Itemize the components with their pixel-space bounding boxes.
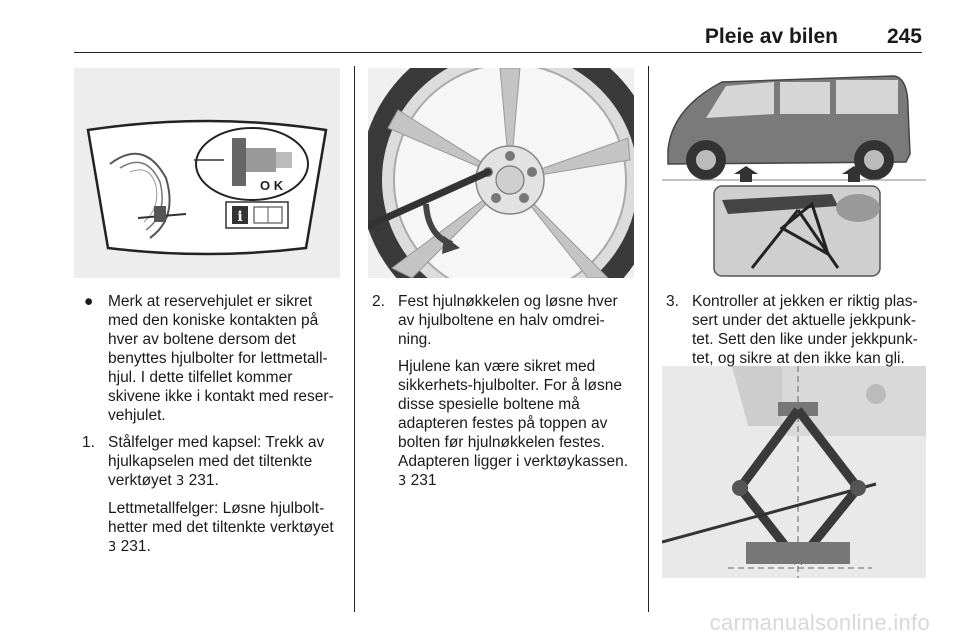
page-ref-arrow-icon: 3 — [176, 474, 185, 489]
step-3-text: Kontroller at jekken er riktig plas-sert… — [692, 293, 918, 367]
ok-label: O K — [260, 178, 284, 193]
van-jack-points-icon — [662, 75, 926, 277]
step-1-sub-paragraph: Lettmetallfelger: Løsne hjulbolt-hetter … — [82, 499, 344, 557]
wheel-wrench-icon — [368, 68, 634, 278]
figure-van-jack-points — [662, 68, 926, 278]
step-2-number: 2. — [372, 293, 385, 310]
watermark: carmanualsonline.info — [709, 610, 930, 635]
scissor-jack-icon — [662, 366, 926, 578]
bullet-item: ● Merk at reservehjulet er sikret med de… — [82, 292, 344, 425]
step-1-sub-text: Lettmetallfelger: Løsne hjulbolt-hetter … — [108, 500, 334, 536]
step-1-text: Stålfelger med kapsel: Trekk av hjulkaps… — [108, 434, 325, 489]
bolt-contact-illustration: O K i — [74, 68, 340, 278]
step-1-number: 1. — [82, 434, 95, 451]
step-1-ref[interactable]: 231. — [188, 472, 219, 489]
step-2-sub-paragraph: Hjulene kan være sikret med sikkerhets-h… — [372, 357, 638, 491]
page-ref-arrow-icon: 3 — [398, 474, 407, 489]
column-3-text: 3. Kontroller at jekken er riktig plas-s… — [666, 292, 928, 376]
page-number: 245 — [886, 25, 922, 48]
figure-bolt-contact: O K i — [74, 68, 340, 278]
step-1: 1. Stålfelger med kapsel: Trekk av hjulk… — [82, 433, 344, 491]
step-1-sub-ref[interactable]: 231. — [120, 538, 151, 555]
page-ref-arrow-icon: 3 — [108, 540, 117, 555]
step-2-text: Fest hjulnøkkelen og løsne hver av hjulb… — [398, 293, 618, 348]
column-1-text: ● Merk at reservehjulet er sikret med de… — [82, 292, 344, 565]
figure-wheel-wrench — [368, 68, 634, 278]
step-3-number: 3. — [666, 293, 679, 310]
figure-scissor-jack — [662, 366, 926, 578]
step-3: 3. Kontroller at jekken er riktig plas-s… — [666, 292, 928, 368]
column-2-text: 2. Fest hjulnøkkelen og løsne hver av hj… — [372, 292, 638, 499]
step-2-sub-ref[interactable]: 231 — [410, 472, 437, 489]
bullet-mark: ● — [84, 293, 94, 310]
step-2: 2. Fest hjulnøkkelen og løsne hver av hj… — [372, 292, 638, 349]
step-1-paragraph: Stålfelger med kapsel: Trekk av hjulkaps… — [108, 433, 344, 491]
svg-text:i: i — [237, 209, 242, 225]
step-2-sub-text: Hjulene kan være sikret med sikkerhets-h… — [398, 358, 629, 470]
page-header: Pleie av bilen 245 — [74, 22, 922, 53]
column-divider-right — [648, 66, 649, 612]
bullet-text: Merk at reservehjulet er sikret med den … — [108, 293, 334, 424]
column-divider-left — [354, 66, 355, 612]
page-title: Pleie av bilen — [704, 25, 838, 48]
